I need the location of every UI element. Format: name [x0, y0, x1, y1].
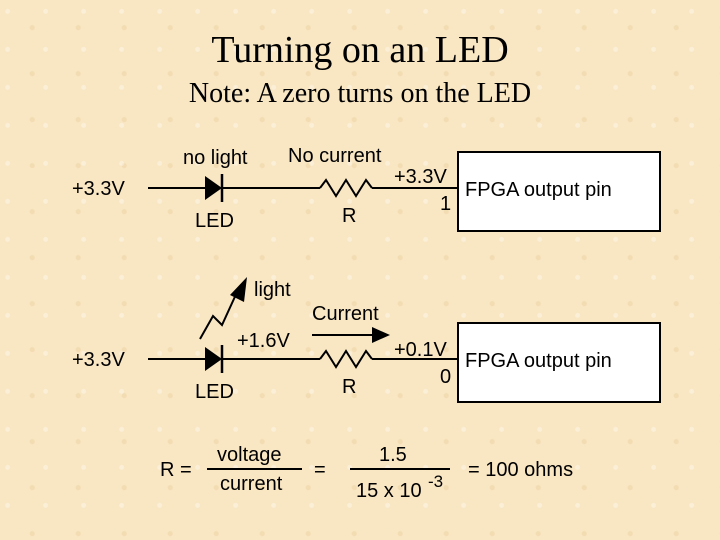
bottom-light-label: light [254, 279, 291, 301]
light-arrow-icon [199, 277, 247, 340]
equation-lhs: R = [160, 459, 192, 481]
current-arrow-icon [312, 327, 390, 343]
bottom-led-symbol [205, 345, 224, 373]
equation-den-exponent: -3 [428, 472, 443, 491]
bottom-supply-label: +3.3V [72, 349, 125, 371]
slide-title: Turning on an LED [211, 29, 509, 71]
bottom-fpga-box [457, 322, 661, 403]
bottom-current-label: Current [312, 303, 379, 325]
bottom-resistor-label: R [342, 376, 356, 398]
equation-den-value: 15 x 10 [356, 480, 422, 502]
top-supply-label: +3.3V [72, 178, 125, 200]
equation-denominator: current [220, 473, 283, 495]
top-pin-value: 1 [440, 193, 451, 215]
resistance-equation: R = voltage current = 1.5 15 x 10 -3 = 1… [160, 444, 573, 502]
circuit-top: +3.3V FPGA output pin no light No curren… [72, 145, 661, 232]
bottom-led-label: LED [195, 381, 234, 403]
top-resistor-symbol [319, 178, 373, 198]
top-led-state: no light [183, 147, 248, 169]
bottom-pin-voltage: +0.1V [394, 339, 447, 361]
equation-equals: = [314, 459, 326, 481]
top-fpga-box [457, 151, 661, 232]
circuit-bottom: +3.3V FPGA output pin light +1.6V Curren… [72, 277, 661, 403]
equation-result: = 100 ohms [468, 459, 573, 481]
bottom-resistor-symbol [319, 349, 373, 369]
top-current-label: No current [288, 145, 382, 167]
equation-numerator: voltage [217, 444, 282, 466]
bottom-fpga-label: FPGA output pin [465, 350, 612, 372]
top-pin-voltage: +3.3V [394, 166, 447, 188]
slide-subtitle: Note: A zero turns on the LED [188, 78, 532, 109]
top-resistor-label: R [342, 205, 356, 227]
top-led-symbol [205, 174, 224, 202]
equation-num-value: 1.5 [379, 444, 407, 466]
top-fpga-label: FPGA output pin [465, 179, 612, 201]
top-led-label: LED [195, 210, 234, 232]
bottom-pin-value: 0 [440, 366, 451, 388]
bottom-led-voltage: +1.6V [237, 330, 290, 352]
